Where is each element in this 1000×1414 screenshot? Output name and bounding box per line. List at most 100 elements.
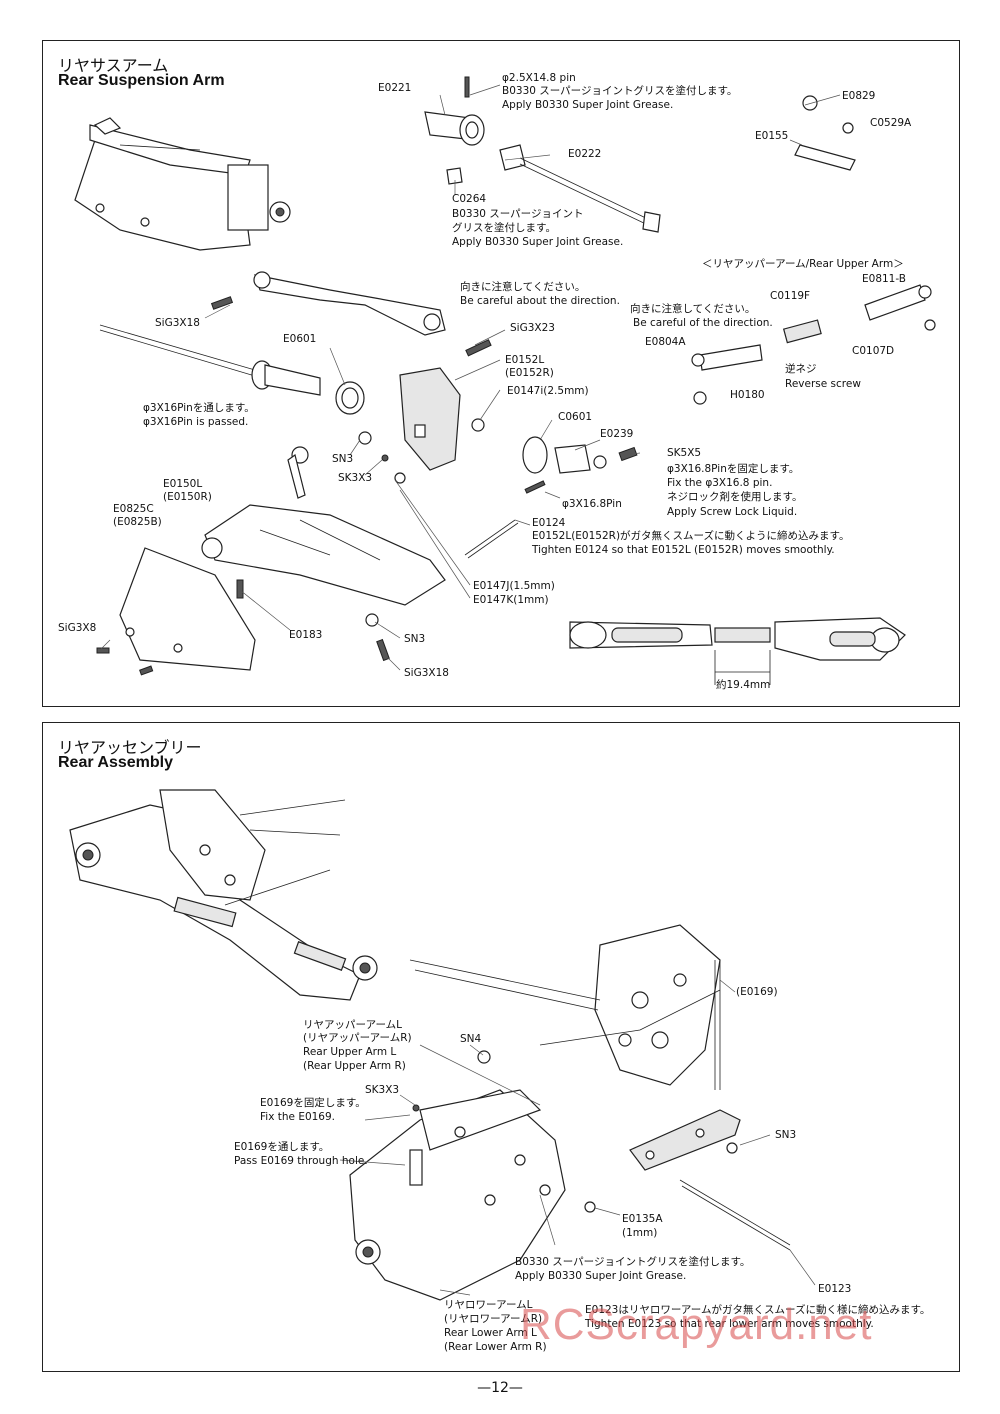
hub-carrier [399, 367, 607, 474]
main-assembly [349, 924, 791, 1301]
label-sig3x23: SiG3X23 [510, 322, 555, 334]
label-sn3-c: SN3 [775, 1129, 797, 1141]
label-pin16-en: φ3X16Pin is passed. [143, 416, 249, 428]
leader-lines-2 [339, 979, 816, 1296]
label-rear-upper-arm-en1: Rear Upper Arm L [303, 1046, 397, 1058]
label-sig3x18-b: SiG3X18 [404, 667, 449, 679]
label-c0601: C0601 [558, 411, 593, 423]
label-length-dimension: 約19.4mm [716, 679, 771, 691]
label-e0169: (E0169) [736, 986, 778, 998]
label-e0152l: E0152L [505, 354, 545, 366]
label-e0135a-mm: (1mm) [622, 1227, 658, 1239]
label-e0123: E0123 [818, 1283, 852, 1295]
label-e0152r: (E0152R) [505, 367, 554, 379]
drive-shaft [99, 324, 365, 415]
section2-title-jp: リヤアッセンブリー [58, 738, 202, 757]
label-tighten2-jp: E0123はリヤロワーアームがガタ無くスムーズに動く様に締め込みます。 [585, 1304, 931, 1316]
upper-link [210, 271, 492, 357]
complete-assembly-thumbnail [69, 789, 378, 1001]
label-grease-jp1: B0330 スーパージョイント [452, 208, 584, 220]
drive-cup [424, 76, 661, 233]
label-e0825c: E0825C [113, 503, 154, 515]
label-sn4: SN4 [460, 1033, 482, 1045]
label-c0529a: C0529A [870, 117, 912, 129]
label-grease-en: Apply B0330 Super Joint Grease. [452, 236, 624, 248]
label-e0183: E0183 [289, 629, 323, 641]
label-sk3x3-a: SK3X3 [338, 472, 373, 484]
label-sig3x8: SiG3X8 [58, 622, 97, 634]
label-e0150l: E0150L [163, 478, 203, 490]
label-rear-upper-arm-en2: (Rear Upper Arm R) [303, 1060, 406, 1072]
label-grease2-jp: B0330 スーパージョイントグリスを塗付します。 [515, 1256, 751, 1268]
label-fix-pin-en: Fix the φ3X16.8 pin. [667, 477, 773, 489]
upper-arm-turnbuckle [691, 284, 936, 405]
cover-plate [96, 547, 256, 676]
label-rear-upper-arm-header: ＜リヤアッパーアーム/Rear Upper Arm＞ [702, 258, 904, 270]
label-tighten2-en: Tighten E0123 so that rear lower arm mov… [585, 1318, 874, 1330]
label-c0264: C0264 [452, 193, 487, 205]
label-tighten-en: Tighten E0124 so that E0152L (E0152R) mo… [532, 544, 835, 556]
rear-suspension-arm-panel [42, 40, 960, 707]
label-e0601: E0601 [283, 333, 317, 345]
label-fix-e0169-jp: E0169を固定します。 [260, 1097, 366, 1109]
label-sn3-b: SN3 [404, 633, 426, 645]
label-e0222: E0222 [568, 148, 602, 160]
label-e0135a: E0135A [622, 1213, 663, 1225]
label-grease2-en: Apply B0330 Super Joint Grease. [515, 1270, 687, 1282]
label-pin168: φ3X16.8Pin [562, 498, 622, 510]
label-e0221: E0221 [378, 82, 412, 94]
label-e0147i: E0147i(2.5mm) [507, 385, 589, 397]
label-grease-jp2: グリスを塗付します。 [452, 222, 556, 234]
label-direction-en2: Be careful of the direction. [633, 317, 773, 329]
label-e0811b: E0811-B [862, 273, 906, 285]
label-pin-size: φ2.5X14.8 pin [502, 72, 576, 84]
section1-title-jp: リヤサスアーム [58, 56, 169, 75]
label-lock-jp: ネジロック剤を使用します。 [667, 491, 803, 503]
label-reverse-jp: 逆ネジ [785, 363, 817, 375]
assembled-arm-thumbnail [74, 117, 291, 251]
label-pin16-jp: φ3X16Pinを通します。 [143, 402, 255, 414]
label-e0829: E0829 [842, 90, 876, 102]
label-sk5x5: SK5X5 [667, 447, 702, 459]
label-rear-upper-arm-jp2: (リヤアッパーアームR) [303, 1032, 412, 1044]
label-e0147j: E0147J(1.5mm) [473, 580, 555, 592]
label-c0107d: C0107D [852, 345, 895, 357]
label-pin-grease-jp: B0330 スーパージョイントグリスを塗付します。 [502, 85, 738, 97]
page-number: —12— [477, 1380, 523, 1396]
section2-title-en: Rear Assembly [58, 754, 174, 771]
label-c0119f: C0119F [770, 290, 811, 302]
label-fix-pin-jp: φ3X16.8Pinを固定します。 [667, 463, 800, 475]
label-rear-lower-arm-jp1: リヤロワーアームL [444, 1299, 533, 1311]
lower-arm [201, 446, 446, 606]
small-link [794, 95, 856, 171]
label-sk3x3-b: SK3X3 [365, 1084, 400, 1096]
leader-lines [99, 84, 841, 671]
label-e0804a: E0804A [645, 336, 686, 348]
label-sig3x18-a: SiG3X18 [155, 317, 200, 329]
label-h0180: H0180 [730, 389, 765, 401]
label-e0150r: (E0150R) [163, 491, 212, 503]
label-rear-lower-arm-en2: (Rear Lower Arm R) [444, 1341, 547, 1353]
label-reverse-en: Reverse screw [785, 378, 861, 390]
label-direction-jp2: 向きに注意してください。 [630, 303, 756, 315]
label-rear-lower-arm-jp2: (リヤロワーアームR) [444, 1313, 543, 1325]
label-direction-jp1: 向きに注意してください。 [460, 281, 586, 293]
label-sn3-a: SN3 [332, 453, 354, 465]
label-lock-en: Apply Screw Lock Liquid. [667, 506, 798, 518]
rear-assembly-panel [42, 722, 960, 1372]
label-e0825b: (E0825B) [113, 516, 162, 528]
section1-title-en: Rear Suspension Arm [58, 72, 225, 89]
label-e0155: E0155 [755, 130, 789, 142]
label-tighten-jp: E0152L(E0152R)がガタ無くスムーズに動くように締め込みます。 [532, 530, 850, 542]
label-fix-e0169-en: Fix the E0169. [260, 1111, 336, 1123]
fasteners [358, 431, 638, 662]
label-pin-grease-en: Apply B0330 Super Joint Grease. [502, 99, 674, 111]
label-rear-upper-arm-jp1: リヤアッパーアームL [303, 1019, 402, 1031]
label-rear-lower-arm-en1: Rear Lower Arm L [444, 1327, 537, 1339]
label-e0239: E0239 [600, 428, 634, 440]
label-pass-e0169-en: Pass E0169 through hole. [234, 1155, 368, 1167]
turnbuckle-detail [569, 617, 906, 685]
label-e0124: E0124 [532, 517, 566, 529]
